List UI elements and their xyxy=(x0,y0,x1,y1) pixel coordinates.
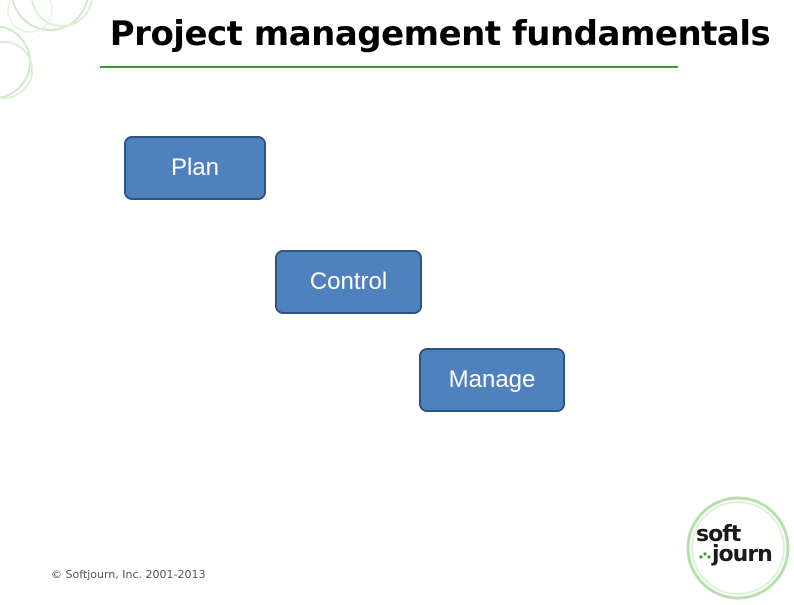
logo-text-line1: soft xyxy=(696,522,741,547)
control-label: Control xyxy=(309,268,388,295)
slide-title: Project management fundamentals xyxy=(109,14,771,54)
logo-text-line2: journ xyxy=(712,542,773,567)
plan-label: Plan xyxy=(170,154,220,181)
softjourn-logo-ring xyxy=(686,496,790,600)
manage-label: Manage xyxy=(448,366,536,393)
decorative-circles xyxy=(0,0,93,99)
copyright-notice: © Softjourn, Inc. 2001-2013 xyxy=(51,568,206,581)
control-box[interactable]: Control xyxy=(275,250,422,314)
title-underline xyxy=(100,66,678,68)
manage-box[interactable]: Manage xyxy=(419,348,565,412)
plan-box[interactable]: Plan xyxy=(124,136,266,200)
logo-dots-icon xyxy=(699,552,711,559)
